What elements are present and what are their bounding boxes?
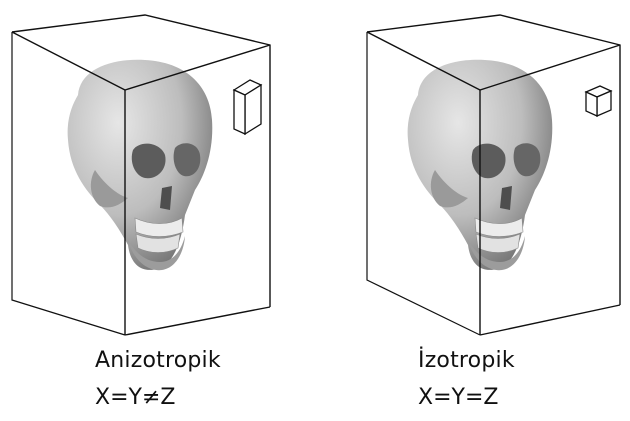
isotropic-label: İzotropik (418, 348, 515, 373)
voxel-box-cube-icon (586, 86, 611, 116)
anisotropic-panel: Anizotropik X=Y≠Z (0, 0, 300, 421)
skull-illustration (68, 60, 213, 270)
anisotropic-label: Anizotropik (95, 348, 221, 373)
voxel-box-elongated-icon (234, 80, 261, 134)
anisotropic-formula: X=Y≠Z (95, 385, 175, 410)
isotropic-panel: İzotropik X=Y=Z (330, 0, 630, 421)
isotropic-formula: X=Y=Z (418, 385, 498, 410)
